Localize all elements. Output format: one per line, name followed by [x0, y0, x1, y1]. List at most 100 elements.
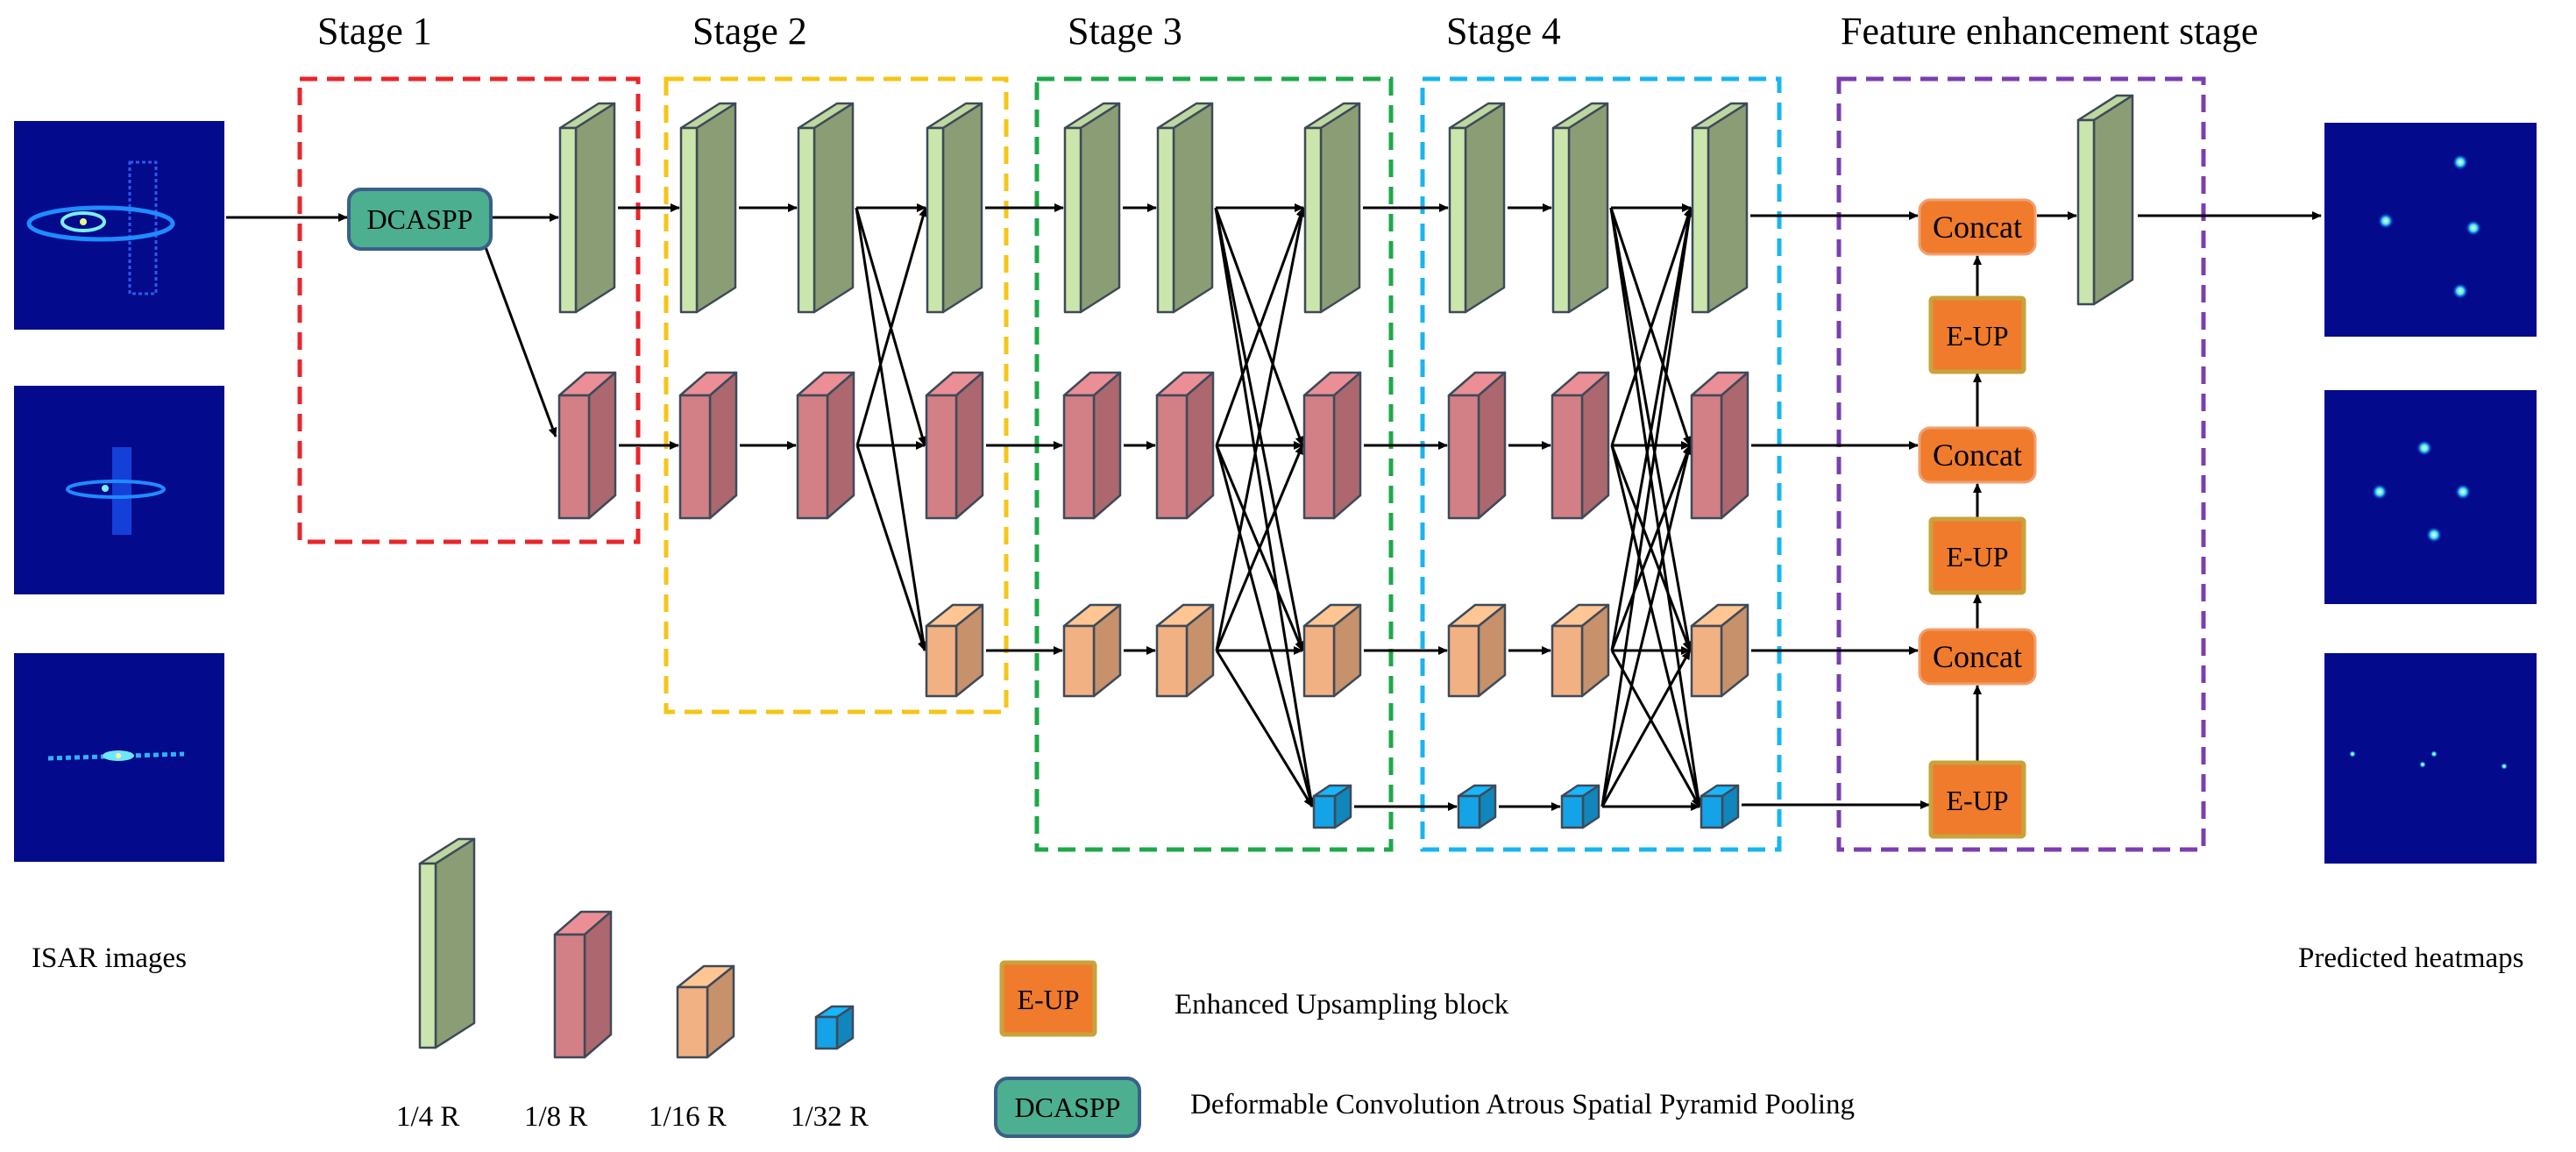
block-thirtysecond-res-col-8	[1457, 784, 1497, 829]
block-eighth-res-col-8	[1447, 371, 1507, 520]
fusion-arrow	[1609, 207, 1703, 807]
connections	[226, 203, 2322, 811]
block-quarter-res-col-7	[1303, 102, 1361, 314]
fusion-arrow	[1215, 444, 1315, 807]
block-eighth-res-col-9	[1551, 371, 1610, 520]
block-sixteenth-res-col-6	[1155, 603, 1215, 698]
legend-r4-label: 1/4 R	[396, 1101, 460, 1133]
legend-thirtysecond-res-block	[814, 1005, 855, 1050]
eup-block-1: E-UP	[1928, 295, 2026, 374]
block-quarter-res-col-9	[1551, 102, 1609, 314]
eup-block-2: E-UP	[1928, 516, 2026, 595]
legend-dcaspp-box: DCASPP	[994, 1077, 1141, 1138]
block-eighth-res-col-6	[1155, 371, 1215, 520]
concat-block-1-label: Concat	[1933, 210, 2022, 245]
block-eighth-res-col-3	[796, 371, 855, 520]
stage-3-box	[1034, 76, 1394, 852]
fusion-arrow	[1215, 207, 1306, 651]
block-quarter-res-col-5	[1063, 102, 1121, 314]
input-caption: ISAR images	[32, 942, 187, 974]
block-thirtysecond-res-col-7	[1312, 784, 1352, 829]
stage-2-title: Stage 2	[692, 10, 807, 53]
block-quarter-res-col-2	[679, 102, 737, 314]
block-quarter-res-col-4	[926, 102, 983, 314]
legend-eup-description: Enhanced Upsampling block	[1174, 989, 1509, 1020]
eup-block-3-label: E-UP	[1946, 785, 2008, 816]
stage-1-box	[297, 76, 641, 544]
stage-4-title: Stage 4	[1446, 10, 1561, 53]
isar-image-2	[14, 386, 224, 594]
fusion-arrow	[855, 207, 928, 446]
heatmap-1	[2324, 123, 2537, 337]
eup-block-2-label: E-UP	[1946, 541, 2008, 572]
fusion-arrow	[855, 207, 928, 651]
concat-block-2-label: Concat	[1933, 437, 2022, 473]
block-thirtysecond-res-col-9	[1560, 784, 1600, 829]
block-eighth-res-col-7	[1302, 371, 1362, 520]
stage-3-title: Stage 3	[1068, 10, 1182, 53]
block-sixteenth-res-col-10	[1690, 603, 1749, 698]
legend-r8-label: 1/8 R	[524, 1101, 588, 1133]
block-eighth-res-col-5	[1062, 371, 1122, 520]
block-sixteenth-res-col-7	[1302, 603, 1362, 698]
concat-block-2: Concat	[1918, 426, 2037, 484]
fusion-arrow	[1610, 444, 1702, 807]
fusion-arrow	[1215, 650, 1314, 807]
legend-dcaspp-box-label: DCASPP	[1015, 1092, 1121, 1123]
block-sixteenth-res-col-5	[1062, 603, 1122, 698]
legend-sixteenth-res-block	[676, 964, 735, 1059]
legend-r32-label: 1/32 R	[791, 1101, 869, 1133]
legend-r16-label: 1/16 R	[649, 1101, 727, 1133]
fusion-arrow	[1214, 207, 1316, 807]
fusion-arrow	[1215, 207, 1305, 446]
fusion-arrow	[1600, 207, 1694, 807]
block-eighth-res-col-1	[557, 371, 617, 520]
heatmap-2	[2324, 390, 2537, 604]
final-output-block	[2076, 94, 2134, 306]
feature-blocks	[557, 94, 2134, 829]
block-sixteenth-res-col-4	[925, 603, 984, 698]
legend: E-UP DCASPP	[418, 837, 1141, 1138]
block-sixteenth-res-col-8	[1447, 603, 1507, 698]
legend-eighth-res-block	[553, 910, 613, 1059]
legend-eup-box: E-UP	[999, 960, 1097, 1037]
stage-2-box	[664, 76, 1009, 715]
eup-block-1-label: E-UP	[1946, 320, 2008, 352]
fusion-arrow	[1610, 444, 1692, 651]
block-quarter-res-col-3	[797, 102, 855, 314]
block-sixteenth-res-col-9	[1551, 603, 1610, 698]
legend-quarter-res-block	[418, 837, 476, 1049]
stage-1-title: Stage 1	[317, 10, 432, 53]
fusion-arrow	[1215, 444, 1304, 651]
concat-block-1: Concat	[1918, 198, 2037, 256]
block-quarter-res-col-6	[1156, 102, 1214, 314]
isar-image-1	[14, 121, 224, 330]
heatmap-3	[2324, 653, 2537, 864]
fusion-arrow	[855, 444, 926, 651]
output-caption: Predicted heatmaps	[2298, 942, 2524, 974]
dcaspp-to-low-res-arrow	[484, 246, 557, 437]
concat-block-3-label: Concat	[1933, 639, 2022, 674]
fusion-arrow	[1610, 207, 1694, 651]
block-quarter-res-col-8	[1448, 102, 1506, 314]
fusion-arrow	[1610, 207, 1692, 446]
legend-dcaspp-description: Deformable Convolution Atrous Spatial Py…	[1190, 1089, 1856, 1120]
fusion-arrow	[1610, 650, 1701, 807]
stage-5-box	[1836, 76, 2206, 852]
block-eighth-res-col-4	[925, 371, 984, 520]
block-thirtysecond-res-col-10	[1700, 784, 1740, 829]
isar-image-3	[14, 653, 224, 862]
stage-5-title: Feature enhancement stage	[1841, 10, 2259, 53]
stage-4-box	[1420, 76, 1782, 852]
fusion-arrow	[1600, 650, 1692, 807]
dcaspp-block: DCASPP	[347, 188, 493, 251]
block-eighth-res-col-10	[1690, 371, 1749, 520]
concat-block-3: Concat	[1918, 628, 2037, 686]
fusion-arrow	[1600, 444, 1692, 807]
eup-block-3: E-UP	[1928, 760, 2026, 839]
block-eighth-res-col-2	[678, 371, 738, 520]
block-quarter-res-col-10	[1691, 102, 1749, 314]
block-quarter-res-col-1	[558, 102, 616, 314]
